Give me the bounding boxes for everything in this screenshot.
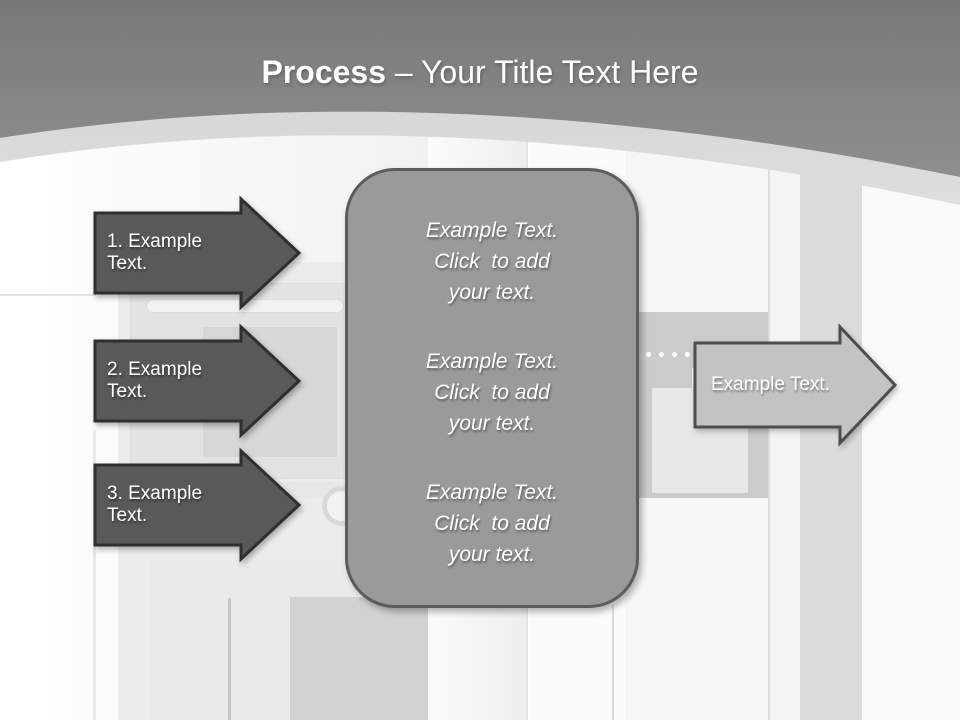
bg-cabinet-edge: [93, 430, 96, 720]
placeholder-line: Example Text.: [425, 481, 559, 504]
page-title[interactable]: Process – Your Title Text Here: [0, 54, 960, 91]
arrow-right-icon: [693, 323, 898, 447]
placeholder-line: Click to add: [434, 381, 550, 404]
process-arrow-step-1[interactable]: 1. Example Text.: [93, 195, 303, 311]
bg-dispenser-led: [672, 352, 677, 357]
bg-cabinet-line: [228, 598, 231, 720]
process-arrow-step-3[interactable]: 3. Example Text.: [93, 447, 303, 563]
placeholder-line: your text.: [448, 412, 536, 435]
title-rest-text: – Your Title Text Here: [386, 54, 699, 90]
placeholder-block-1[interactable]: Example Text. Click to add your text.: [348, 215, 636, 308]
bg-right-wall: [862, 135, 960, 720]
title-bold-text: Process: [261, 54, 387, 90]
process-arrow-output[interactable]: Example Text.: [693, 323, 899, 447]
arrow-right-icon: [93, 323, 302, 439]
process-arrow-step-2[interactable]: 2. Example Text.: [93, 323, 303, 439]
arrow-right-icon: [93, 447, 302, 563]
arrow-step-2-label: 2. Example Text.: [107, 359, 203, 402]
placeholder-line: Example Text.: [425, 219, 559, 242]
placeholder-block-3[interactable]: Example Text. Click to add your text.: [348, 477, 636, 570]
arrow-right-icon: [93, 195, 302, 311]
bg-dispenser-led: [646, 352, 651, 357]
bg-dispenser-led: [659, 352, 664, 357]
placeholder-line: your text.: [448, 281, 536, 304]
bg-dispenser-led: [685, 352, 690, 357]
header-curve: [0, 0, 960, 205]
placeholder-line: your text.: [448, 543, 536, 566]
placeholder-line: Click to add: [434, 512, 550, 535]
placeholder-block-2[interactable]: Example Text. Click to add your text.: [348, 346, 636, 439]
arrow-output-label: Example Text.: [711, 374, 830, 395]
placeholder-line: Click to add: [434, 250, 550, 273]
bg-cabinet-block: [290, 597, 445, 720]
bg-counter-line: [0, 294, 96, 296]
arrow-step-1-label: 1. Example Text.: [107, 231, 203, 274]
arrow-step-3-label: 3. Example Text.: [107, 483, 203, 526]
bg-mid-line: [612, 605, 614, 720]
placeholder-line: Example Text.: [425, 350, 559, 373]
header-dark-shape: [0, 0, 960, 177]
text-placeholder-panel[interactable]: Example Text. Click to add your text. Ex…: [345, 168, 639, 608]
